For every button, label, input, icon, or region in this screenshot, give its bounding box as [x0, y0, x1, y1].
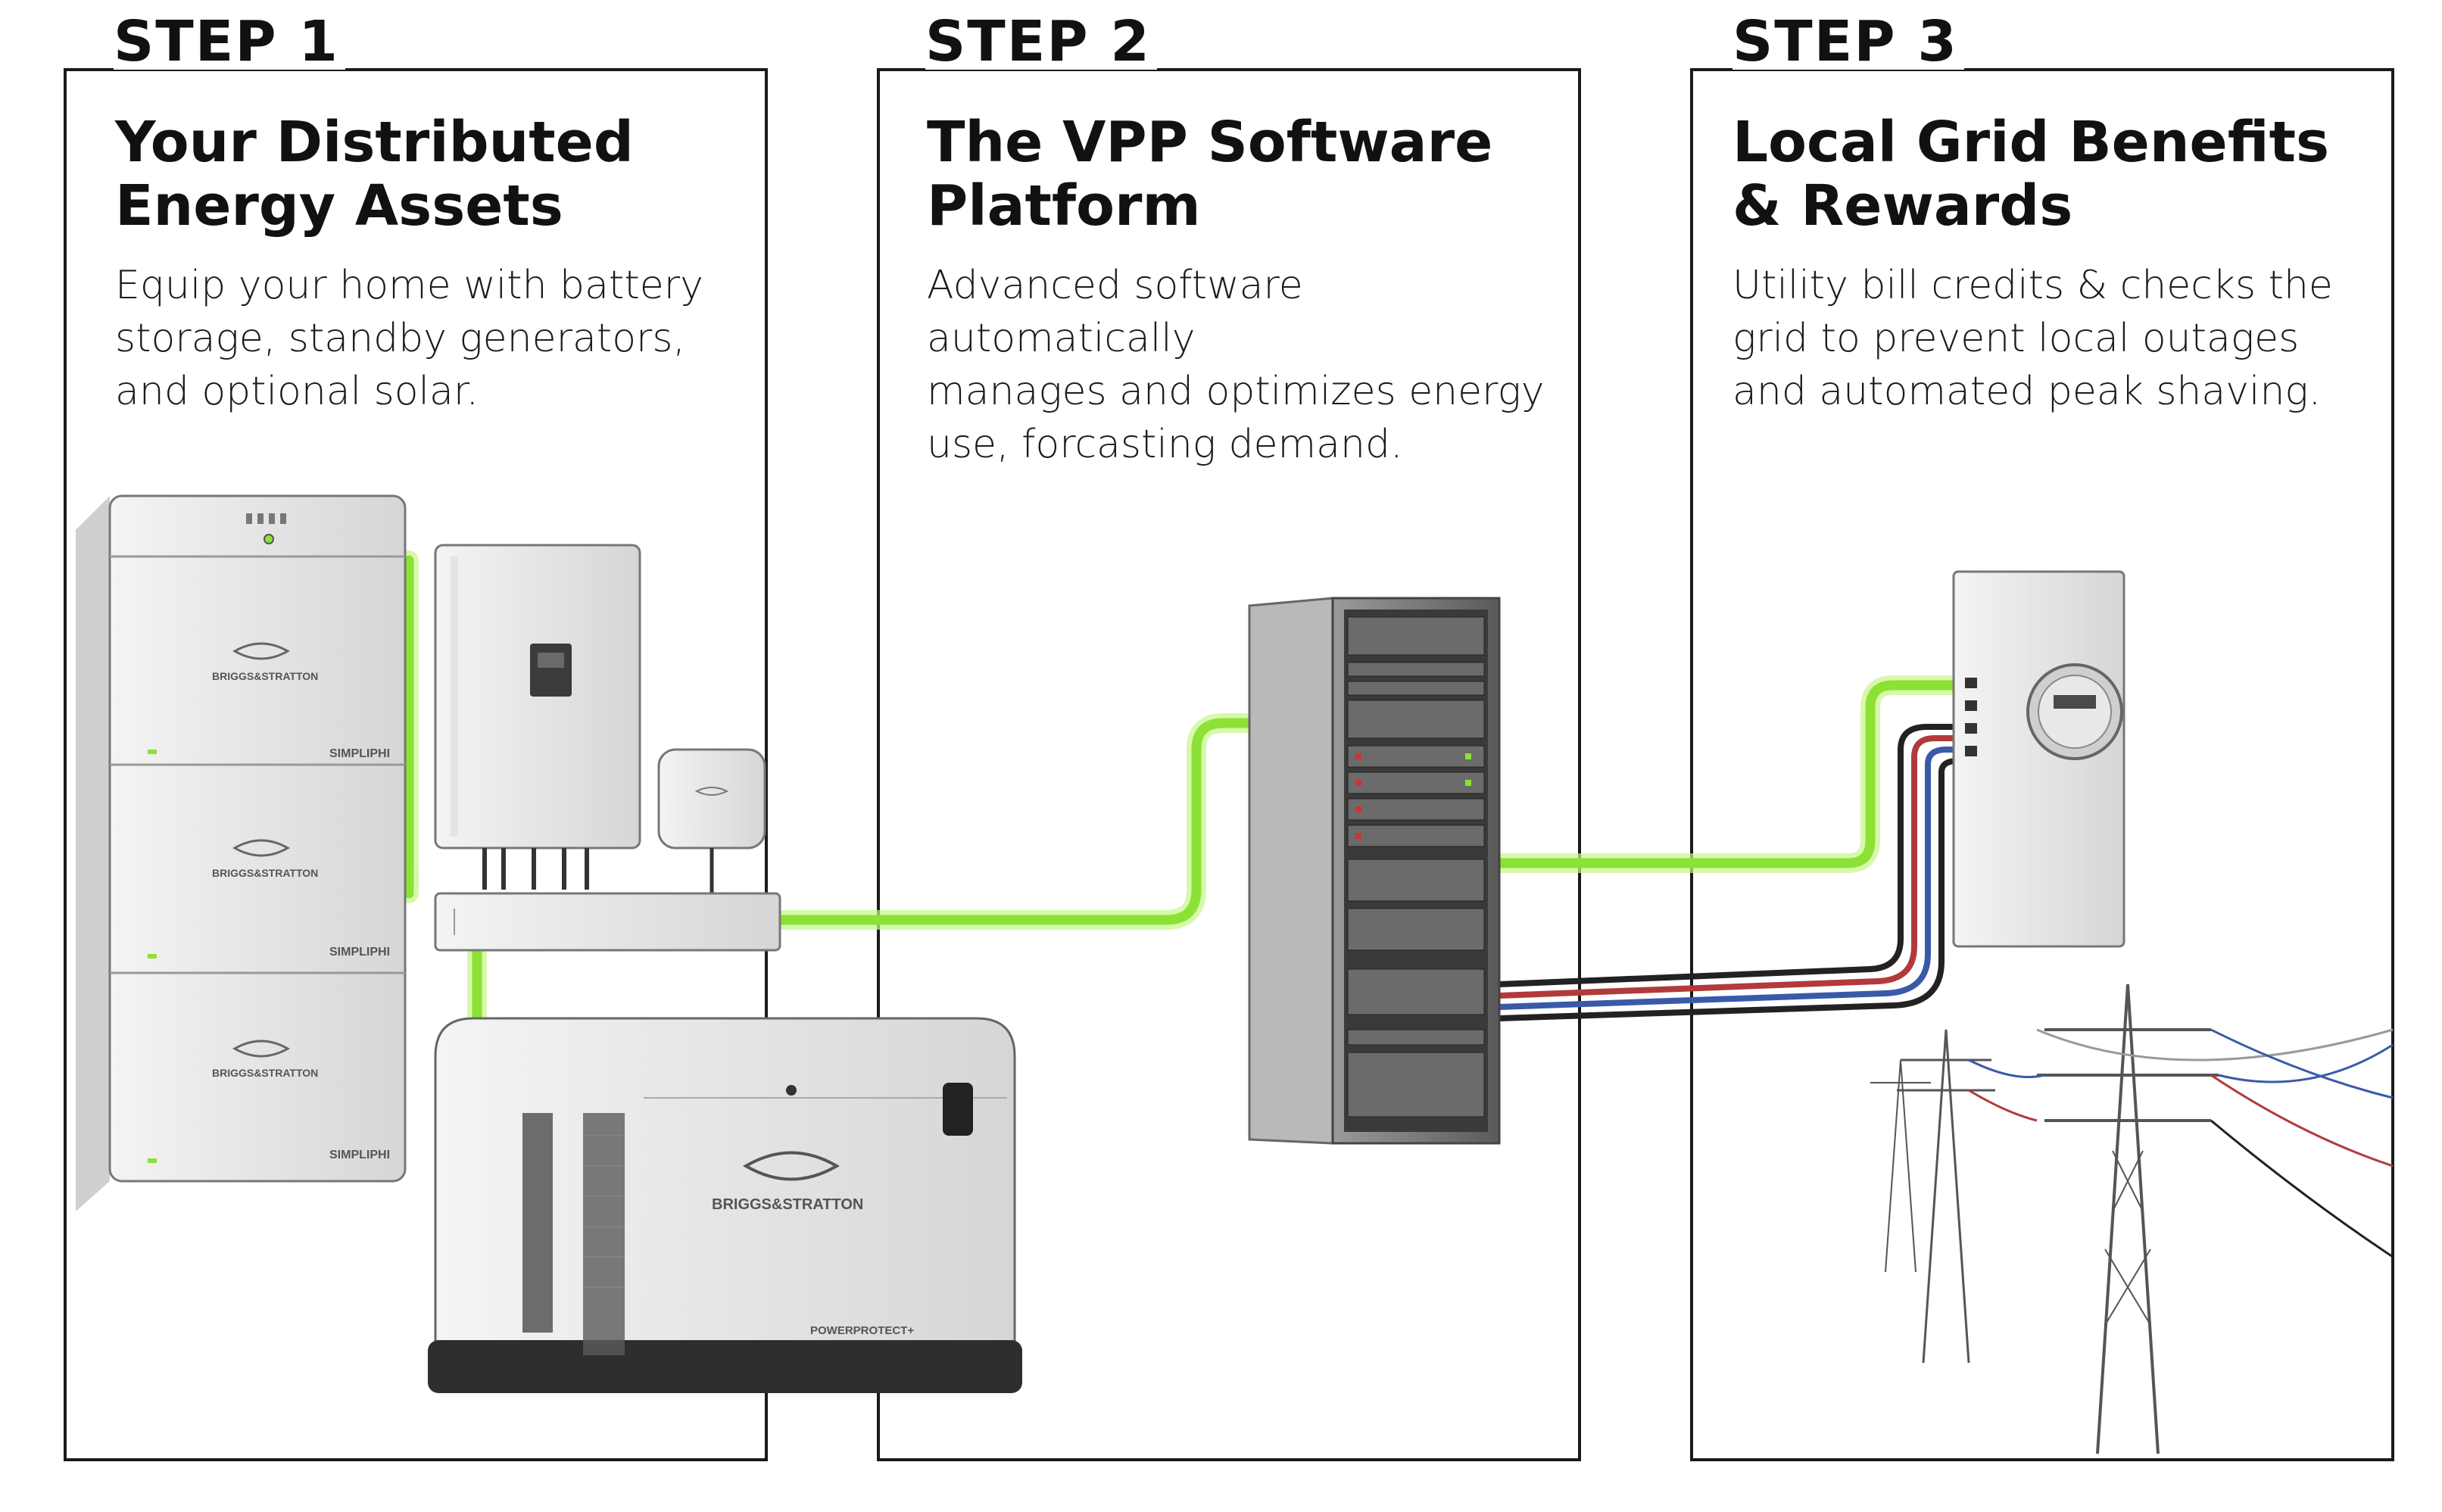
energy-flow-lines [399, 550, 1979, 1047]
svg-text:BRIGGS&STRATTON: BRIGGS&STRATTON [212, 1067, 318, 1079]
battery-stack-icon: BRIGGS&STRATTON BRIGGS&STRATTON BRIGGS&S… [76, 494, 407, 1211]
inverter-icon [434, 544, 641, 890]
smart-hub-icon [657, 748, 766, 897]
step-3-label: STEP 3 [1732, 14, 1964, 70]
grid-cables [1496, 724, 1972, 1021]
svg-text:SIMPLIPHI: SIMPLIPHI [329, 747, 390, 760]
generator-icon: BRIGGS&STRATTON POWERPROTECT+ [428, 1017, 1022, 1393]
power-line-wires [1968, 1028, 2394, 1258]
step-2-label: STEP 2 [925, 14, 1157, 70]
svg-text:BRIGGS&STRATTON: BRIGGS&STRATTON [712, 1196, 863, 1213]
svg-text:BRIGGS&STRATTON: BRIGGS&STRATTON [212, 670, 318, 682]
svg-text:POWERPROTECT+: POWERPROTECT+ [810, 1324, 914, 1337]
electric-meter-icon [1952, 570, 2125, 948]
svg-text:SIMPLIPHI: SIMPLIPHI [329, 946, 390, 959]
svg-text:SIMPLIPHI: SIMPLIPHI [329, 1149, 390, 1161]
server-rack-icon [1248, 597, 1501, 1145]
transmission-tower-icon [1870, 984, 2219, 1454]
junction-box-icon [434, 892, 781, 952]
step-3-title: Local Grid Benefits& Rewards [1732, 110, 2329, 238]
step-1-label: STEP 1 [114, 14, 345, 70]
svg-text:BRIGGS&STRATTON: BRIGGS&STRATTON [212, 867, 318, 879]
